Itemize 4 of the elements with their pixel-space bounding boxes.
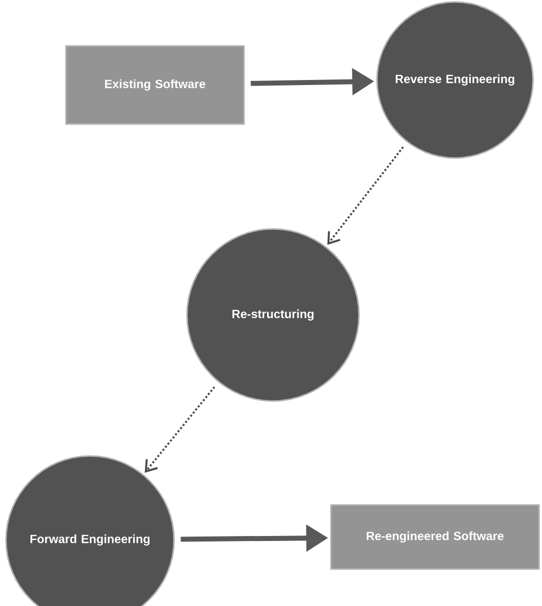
arrow bbox=[144, 386, 216, 473]
process-box: Existing Software bbox=[65, 45, 245, 125]
process-box: Re-engineered Software bbox=[330, 504, 540, 570]
arrow bbox=[327, 146, 404, 245]
